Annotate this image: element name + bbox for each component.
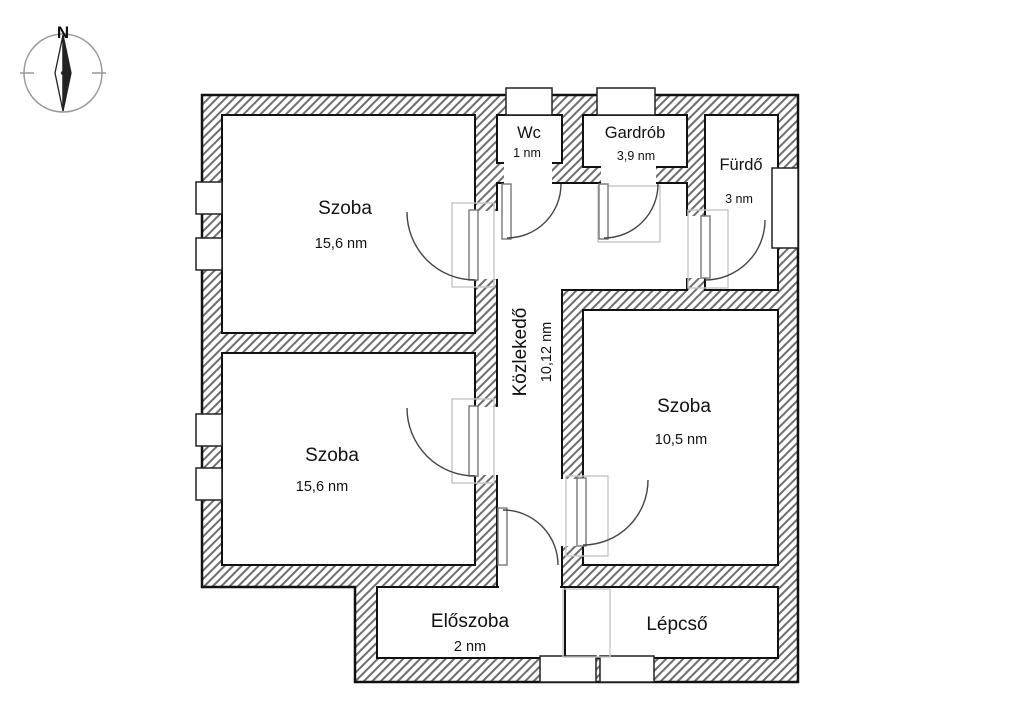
door-opening-wc bbox=[504, 160, 552, 186]
room-area-szoba-bottom-left: 15,6 nm bbox=[296, 479, 348, 495]
room-area-kozlekedo: 10,12 nm bbox=[539, 322, 555, 382]
room-area-gardrob: 3,9 nm bbox=[617, 149, 655, 163]
room-label-lepcso: Lépcső bbox=[646, 614, 707, 635]
compass-rose: N bbox=[20, 23, 106, 113]
room-area-eloszoba: 2 nm bbox=[454, 639, 486, 655]
room-area-szoba-top-left: 15,6 nm bbox=[315, 236, 367, 252]
compass-north-label: N bbox=[57, 23, 69, 42]
door-leaf-wc bbox=[501, 183, 512, 240]
door-arc-icon-szoba-right bbox=[582, 479, 649, 546]
room-lepcso bbox=[564, 586, 779, 659]
ghost-frame-door-furdo bbox=[687, 209, 729, 289]
door-opening-gardrob bbox=[601, 164, 656, 186]
door-leaf-gardrob bbox=[598, 183, 609, 240]
room-szoba-right bbox=[582, 309, 779, 566]
room-label-gardrob: Gardrób bbox=[605, 124, 666, 142]
ghost-frame-door-gardrob bbox=[597, 185, 661, 243]
room-label-szoba-top-left: Szoba bbox=[318, 198, 372, 219]
window-symbol-left-1 bbox=[195, 181, 223, 215]
door-arc-icon-szoba-bottom-left bbox=[406, 407, 476, 477]
room-label-szoba-right: Szoba bbox=[657, 396, 711, 417]
ghost-frame-door-tl bbox=[451, 202, 495, 288]
window-symbol-right-furdo bbox=[771, 167, 799, 249]
door-leaf-eloszoba bbox=[497, 507, 508, 566]
door-opening-eloszoba bbox=[499, 583, 560, 591]
door-arc-icon-eloszoba bbox=[502, 509, 559, 566]
compass-center-dot bbox=[61, 71, 65, 75]
door-leaf-furdo bbox=[700, 215, 711, 279]
room-label-furdo: Fürdő bbox=[719, 156, 762, 174]
window-symbol-bottom-2 bbox=[599, 655, 655, 683]
room-area-wc: 1 nm bbox=[513, 146, 541, 160]
ghost-frame-door-bl bbox=[451, 398, 495, 484]
room-area-furdo: 3 nm bbox=[725, 192, 753, 206]
room-label-kozlekedo: Közlekedő bbox=[510, 308, 531, 397]
room-label-wc: Wc bbox=[517, 124, 541, 142]
door-arc-icon-gardrob bbox=[603, 183, 659, 239]
window-symbol-top-wc bbox=[505, 87, 553, 116]
window-symbol-left-4 bbox=[195, 467, 223, 501]
door-arc-icon-wc bbox=[506, 183, 562, 239]
door-leaf-szoba-bottom-left bbox=[468, 405, 479, 477]
window-symbol-bottom-1 bbox=[539, 655, 597, 683]
ghost-frame-stair bbox=[562, 588, 611, 658]
room-furdo bbox=[704, 114, 779, 291]
window-symbol-left-2 bbox=[195, 237, 223, 271]
room-area-szoba-right: 10,5 nm bbox=[655, 432, 707, 448]
door-arc-icon-szoba-top-left bbox=[406, 211, 476, 281]
window-symbol-top-gardrob bbox=[596, 87, 656, 116]
window-symbol-left-3 bbox=[195, 413, 223, 447]
door-arc-icon-furdo bbox=[704, 219, 766, 281]
room-eloszoba bbox=[376, 586, 566, 659]
ghost-frame-door-right bbox=[565, 475, 609, 557]
room-label-szoba-bottom-left: Szoba bbox=[305, 445, 359, 466]
door-leaf-szoba-top-left bbox=[468, 209, 479, 281]
room-label-eloszoba: Előszoba bbox=[431, 611, 510, 632]
door-leaf-szoba-right bbox=[576, 477, 587, 547]
room-szoba-bottom-left bbox=[221, 352, 476, 566]
room-szoba-top-left bbox=[221, 114, 476, 334]
